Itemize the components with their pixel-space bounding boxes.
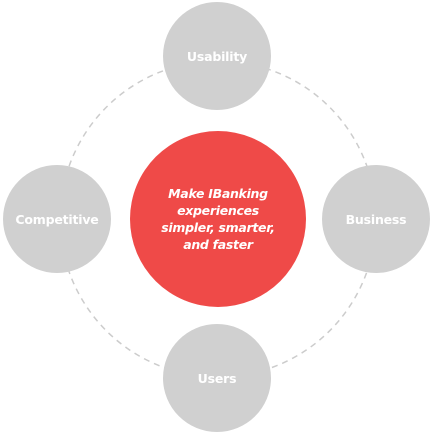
node-users: Users (163, 324, 271, 432)
node-business: Business (322, 165, 430, 273)
center-goal-line-3: simpler, smarter, (161, 220, 275, 235)
node-competitive: Competitive (3, 165, 111, 273)
center-goal-text: Make IBanking experiences simpler, smart… (161, 185, 275, 253)
node-usability-label: Usability (186, 48, 248, 64)
center-goal-line-1: Make IBanking (168, 186, 268, 201)
center-goal-line-2: experiences (177, 203, 259, 218)
center-goal-line-4: and faster (183, 237, 253, 252)
node-users-label: Users (197, 370, 237, 386)
node-usability: Usability (163, 2, 271, 110)
center-goal-circle: Make IBanking experiences simpler, smart… (130, 131, 306, 307)
node-business-label: Business (345, 211, 407, 227)
node-competitive-label: Competitive (15, 211, 99, 227)
